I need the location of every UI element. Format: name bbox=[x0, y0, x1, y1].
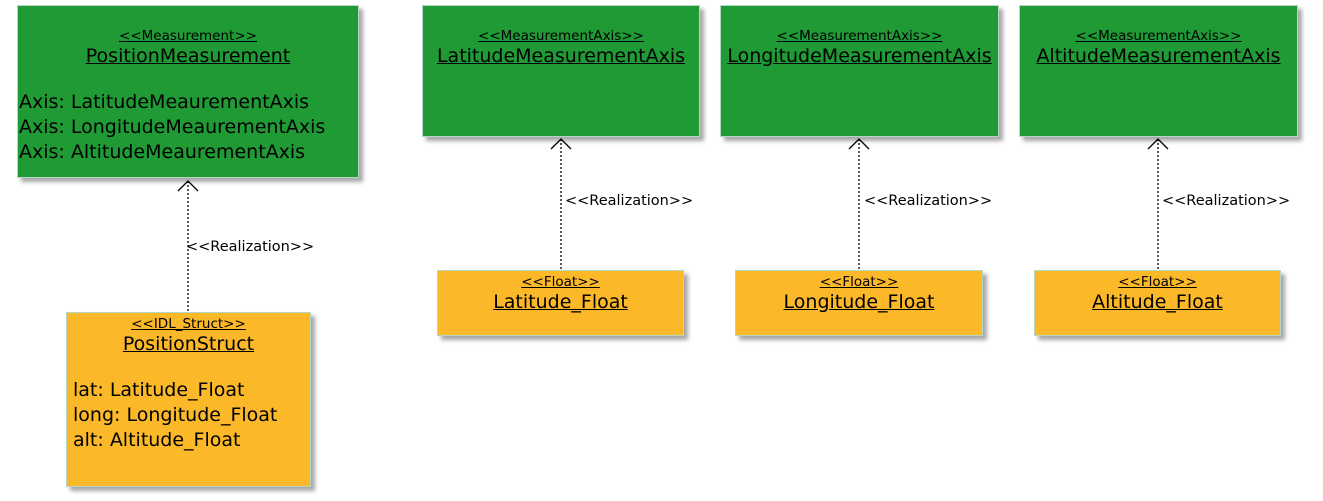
class-stereotype: <<Float>> bbox=[819, 274, 899, 290]
arrowhead-longitude bbox=[848, 138, 870, 150]
class-stereotype: <<MeasurementAxis>> bbox=[1075, 28, 1242, 44]
class-name: AltitudeMeasurementAxis bbox=[1036, 45, 1281, 67]
class-attribute: alt: Altitude_Float bbox=[73, 429, 241, 451]
class-stereotype: <<IDL_Struct>> bbox=[131, 316, 246, 332]
class-stereotype: <<Measurement>> bbox=[119, 28, 257, 44]
altitude-axis-class[interactable]: <<MeasurementAxis>> AltitudeMeasurementA… bbox=[1019, 5, 1298, 137]
longitude-float-class[interactable]: <<Float>> Longitude_Float bbox=[735, 270, 983, 336]
latitude-float-class[interactable]: <<Float>> Latitude_Float bbox=[437, 270, 684, 336]
position-struct-class[interactable]: <<IDL_Struct>> PositionStruct lat: Latit… bbox=[66, 312, 311, 487]
altitude-float-class[interactable]: <<Float>> Altitude_Float bbox=[1034, 270, 1281, 336]
position-measurement-class[interactable]: <<Measurement>> PositionMeasurement Axis… bbox=[17, 5, 359, 178]
class-stereotype: <<Float>> bbox=[521, 274, 600, 290]
class-attribute: Axis: AltitudeMeaurementAxis bbox=[19, 141, 306, 163]
class-stereotype: <<MeasurementAxis>> bbox=[776, 28, 943, 44]
arrowhead-latitude bbox=[550, 138, 572, 150]
class-attribute: Axis: LongitudeMeaurementAxis bbox=[19, 116, 326, 138]
realization-label-latitude: <<Realization>> bbox=[565, 193, 694, 209]
class-name: Altitude_Float bbox=[1092, 291, 1223, 313]
class-attribute: Axis: LatitudeMeaurementAxis bbox=[19, 91, 310, 113]
class-attribute: lat: Latitude_Float bbox=[73, 379, 245, 401]
class-name: PositionMeasurement bbox=[85, 45, 291, 67]
class-attribute: long: Longitude_Float bbox=[73, 404, 278, 426]
class-name: Latitude_Float bbox=[493, 291, 628, 313]
class-name: LatitudeMeasurementAxis bbox=[436, 45, 686, 67]
longitude-axis-class[interactable]: <<MeasurementAxis>> LongitudeMeasurement… bbox=[720, 5, 999, 137]
class-stereotype: <<Float>> bbox=[1118, 274, 1197, 290]
realization-label-longitude: <<Realization>> bbox=[864, 193, 993, 209]
realization-label-position: <<Realization>> bbox=[186, 239, 315, 255]
arrowhead-position bbox=[177, 180, 199, 192]
class-name: Longitude_Float bbox=[783, 291, 935, 313]
class-name: LongitudeMeasurementAxis bbox=[727, 45, 992, 67]
class-stereotype: <<MeasurementAxis>> bbox=[478, 28, 644, 44]
latitude-axis-class[interactable]: <<MeasurementAxis>> LatitudeMeasurementA… bbox=[422, 5, 700, 137]
arrowhead-altitude bbox=[1147, 138, 1169, 150]
realization-label-altitude: <<Realization>> bbox=[1162, 193, 1291, 209]
class-name: PositionStruct bbox=[122, 333, 255, 355]
